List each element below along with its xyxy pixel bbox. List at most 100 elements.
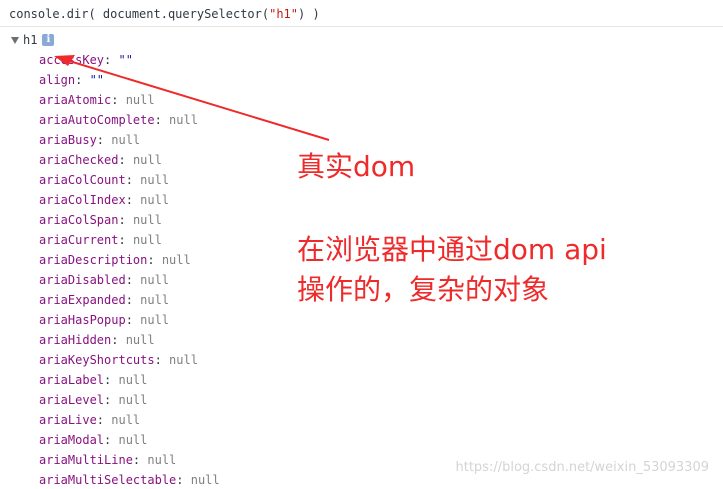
property-separator: : <box>104 373 119 387</box>
property-separator: : <box>104 393 119 407</box>
property-key: ariaAutoComplete <box>39 113 155 127</box>
property-row[interactable]: ariaHasPopup: null <box>39 310 220 330</box>
property-row[interactable]: ariaExpanded: null <box>39 290 220 310</box>
property-row[interactable]: ariaDisabled: null <box>39 270 220 290</box>
property-value: null <box>118 433 148 447</box>
property-value: null <box>169 353 198 367</box>
property-value: null <box>118 373 148 387</box>
property-row[interactable]: ariaChecked: null <box>39 150 220 170</box>
property-separator: : <box>96 133 112 147</box>
property-value: null <box>132 153 162 167</box>
property-value: null <box>161 253 191 267</box>
property-key: ariaColCount <box>39 173 126 187</box>
property-value: null <box>147 453 177 467</box>
property-separator: : <box>147 253 162 267</box>
property-separator: : <box>75 73 90 87</box>
property-separator: : <box>154 113 170 127</box>
property-row[interactable]: ariaLive: null <box>39 410 220 430</box>
property-key: ariaCurrent <box>39 233 119 247</box>
property-key: ariaMultiLine <box>39 453 133 467</box>
property-value: null <box>140 313 170 327</box>
property-separator: : <box>125 193 141 207</box>
property-key: ariaMultiSelectable <box>39 473 177 487</box>
command-suffix: ) ) <box>298 7 320 21</box>
property-key: ariaLive <box>39 413 97 427</box>
property-row[interactable]: ariaMultiSelectable: null <box>39 470 220 489</box>
watermark: https://blog.csdn.net/weixin_53093309 <box>455 460 709 475</box>
property-key: ariaAtomic <box>39 93 112 107</box>
property-key: ariaExpanded <box>39 293 126 307</box>
property-separator: : <box>118 153 133 167</box>
property-key: ariaBusy <box>39 133 97 147</box>
property-separator: : <box>176 473 191 487</box>
property-row[interactable]: ariaColIndex: null <box>39 190 220 210</box>
property-separator: : <box>104 53 119 67</box>
annotation-real-dom: 真实dom <box>297 150 416 183</box>
expand-triangle-icon[interactable] <box>11 36 19 44</box>
object-name[interactable]: h1 <box>23 33 38 47</box>
property-separator: : <box>125 293 141 307</box>
command-argument: "h1" <box>269 7 298 21</box>
property-value: null <box>111 133 141 147</box>
property-value: null <box>140 193 170 207</box>
property-row[interactable]: ariaAutoComplete: null <box>39 110 220 130</box>
property-separator: : <box>96 413 112 427</box>
property-row[interactable]: ariaHidden: null <box>39 330 220 350</box>
property-separator: : <box>118 213 133 227</box>
property-row[interactable]: ariaCurrent: null <box>39 230 220 250</box>
property-key: ariaHasPopup <box>39 313 126 327</box>
property-value: null <box>118 393 148 407</box>
property-key: ariaModal <box>39 433 105 447</box>
property-key: ariaKeyShortcuts <box>39 353 155 367</box>
property-key: ariaColSpan <box>39 213 119 227</box>
property-value: null <box>140 293 170 307</box>
property-key: ariaLabel <box>39 373 105 387</box>
property-separator: : <box>132 453 148 467</box>
property-row[interactable]: ariaColSpan: null <box>39 210 220 230</box>
property-row[interactable]: align: "" <box>39 70 220 90</box>
property-separator: : <box>111 333 126 347</box>
command-prefix: console.dir( document.querySelector( <box>9 7 270 21</box>
property-separator: : <box>125 173 141 187</box>
console-command-line: console.dir( document.querySelector("h1"… <box>0 0 723 27</box>
property-value: "" <box>118 53 133 67</box>
property-row[interactable]: ariaColCount: null <box>39 170 220 190</box>
annotation-browser-dom-api: 在浏览器中通过dom api <box>297 233 607 266</box>
property-key: ariaChecked <box>39 153 119 167</box>
property-key: ariaDisabled <box>39 273 126 287</box>
property-row[interactable]: ariaMultiLine: null <box>39 450 220 470</box>
property-row[interactable]: ariaLevel: null <box>39 390 220 410</box>
property-value: null <box>125 333 155 347</box>
property-value: "" <box>89 73 105 87</box>
annotation-complex-object: 操作的，复杂的对象 <box>297 273 550 306</box>
property-key: ariaDescription <box>39 253 148 267</box>
property-row[interactable]: ariaBusy: null <box>39 130 220 150</box>
property-value: null <box>125 93 155 107</box>
property-row[interactable]: accessKey: "" <box>39 50 220 70</box>
property-separator: : <box>125 313 141 327</box>
property-row[interactable]: ariaKeyShortcuts: null <box>39 350 220 370</box>
property-key: ariaHidden <box>39 333 112 347</box>
property-row[interactable]: ariaAtomic: null <box>39 90 220 110</box>
property-key: align <box>39 73 76 87</box>
object-header[interactable]: h1 i <box>11 33 55 47</box>
property-separator: : <box>111 93 126 107</box>
property-row[interactable]: ariaDescription: null <box>39 250 220 270</box>
property-separator: : <box>125 273 141 287</box>
property-separator: : <box>104 433 119 447</box>
property-row[interactable]: ariaLabel: null <box>39 370 220 390</box>
property-key: accessKey <box>39 53 105 67</box>
property-value: null <box>132 233 162 247</box>
property-value: null <box>140 273 170 287</box>
property-separator: : <box>118 233 133 247</box>
property-key: ariaLevel <box>39 393 105 407</box>
property-value: null <box>169 113 198 127</box>
property-value: null <box>140 173 170 187</box>
property-value: null <box>190 473 220 487</box>
info-icon[interactable]: i <box>42 34 55 46</box>
property-value: null <box>132 213 162 227</box>
property-key: ariaColIndex <box>39 193 126 207</box>
property-row[interactable]: ariaModal: null <box>39 430 220 450</box>
property-value: null <box>111 413 141 427</box>
